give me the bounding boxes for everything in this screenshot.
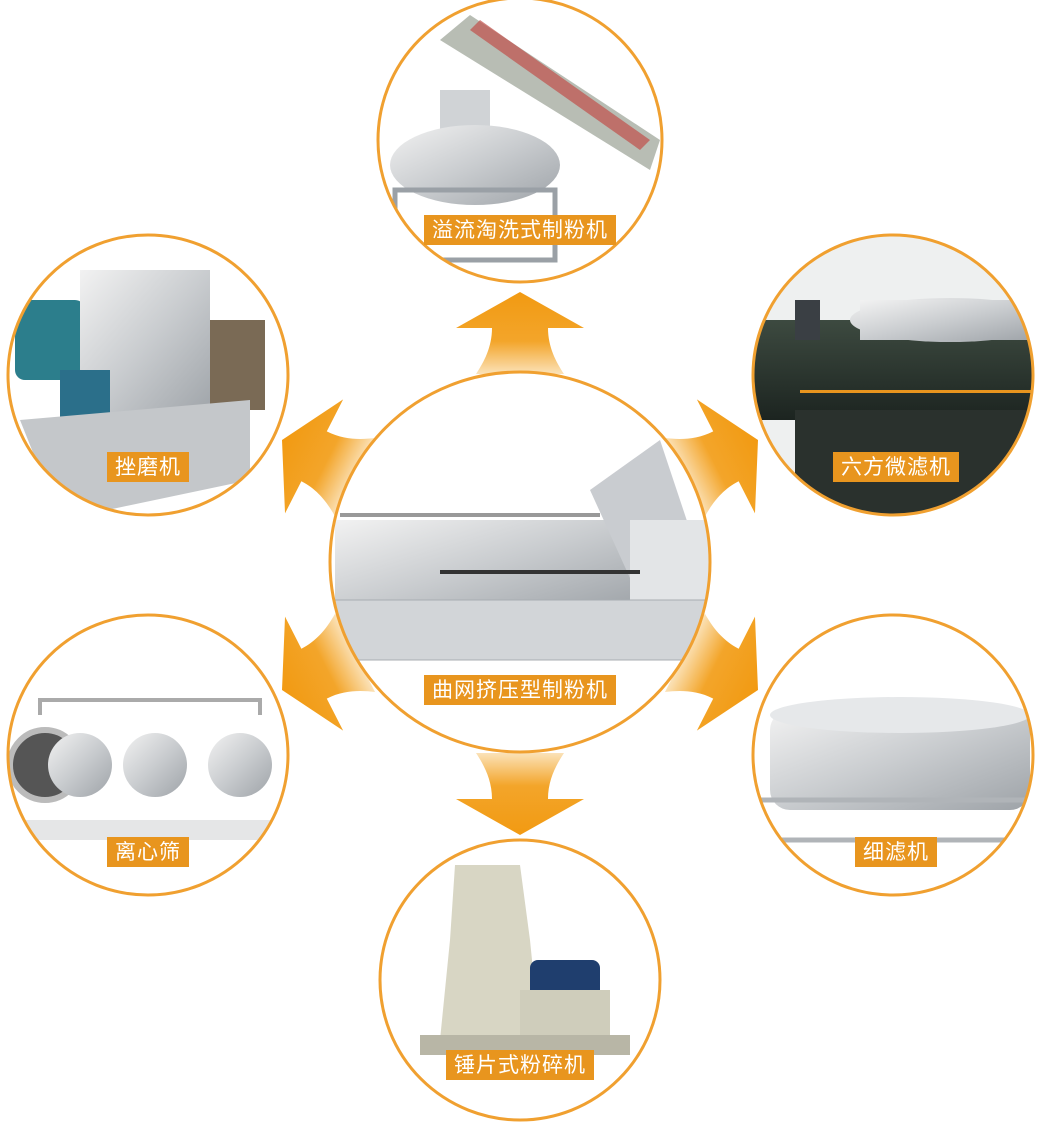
machine-image-upper-left (8, 235, 288, 515)
center-machine-label: 曲网挤压型制粉机 (424, 675, 616, 705)
arrow-down (456, 753, 584, 835)
machine-ring-top (376, 0, 664, 284)
machine-label-lower-left: 离心筛 (107, 837, 189, 867)
machine-label-top: 溢流淘洗式制粉机 (424, 215, 616, 245)
machine-label-bottom: 锤片式粉碎机 (446, 1050, 594, 1080)
machine-label-upper-left: 挫磨机 (107, 452, 189, 482)
machine-label-upper-right: 六方微滤机 (833, 452, 959, 482)
machine-ring-upper-right (751, 233, 1035, 517)
center-machine-ring (328, 370, 712, 754)
machine-ring-lower-left (6, 613, 290, 897)
machine-label-lower-right: 细滤机 (855, 837, 937, 867)
machine-ring-lower-right (751, 613, 1035, 897)
arrow-up (456, 292, 584, 374)
machine-ring-bottom (378, 838, 662, 1122)
machine-image-center (330, 372, 710, 752)
machine-ring-upper-left (6, 233, 290, 517)
